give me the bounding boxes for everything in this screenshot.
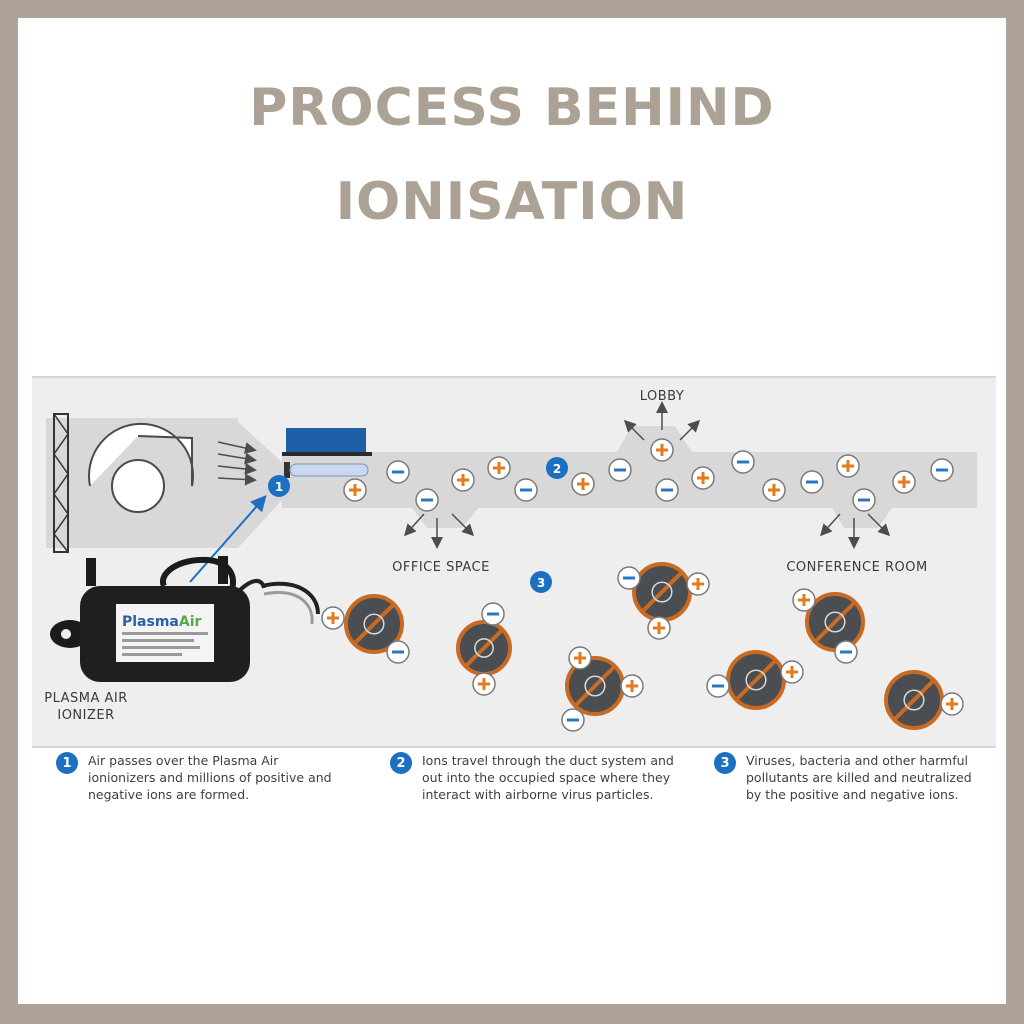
step-3: 3 Viruses, bacteria and other harmful po… [714, 752, 984, 803]
negative-ion-icon [561, 708, 585, 732]
pathogen-particles [321, 562, 964, 732]
positive-ion-icon [792, 588, 816, 612]
negative-ion-icon [731, 450, 755, 474]
negative-ion-icon [386, 460, 410, 484]
negative-ion-icon [706, 674, 730, 698]
negative-ion-icon [852, 488, 876, 512]
step-1-number: 1 [56, 752, 78, 774]
negative-ion-icon [655, 478, 679, 502]
airflow-arrows [217, 441, 257, 486]
pathogen-bacteria-icon [565, 656, 625, 716]
negative-ion-icon [834, 640, 858, 664]
page-title-line-2: IONISATION [335, 172, 689, 232]
pathogen-virus-icon [344, 594, 404, 654]
positive-ion-icon [487, 456, 511, 480]
page-title-line-1: PROCESS BEHIND [249, 78, 775, 138]
positive-ion-icon [343, 478, 367, 502]
positive-ion-icon [940, 692, 964, 716]
negative-ion-icon [386, 640, 410, 664]
ionizer-pointer [189, 494, 267, 583]
negative-ion-icon [617, 566, 641, 590]
step-marker-1-text: 1 [275, 480, 283, 494]
positive-ion-icon [321, 606, 345, 630]
positive-ion-icon [620, 674, 644, 698]
positive-ion-icon [691, 466, 715, 490]
step-marker-2: 2 [546, 457, 568, 479]
blower-fan-icon [88, 422, 194, 513]
positive-ion-icon [650, 438, 674, 462]
office-space-label: OFFICE SPACE [392, 560, 490, 575]
positive-ion-icon [686, 572, 710, 596]
negative-ion-icon [415, 488, 439, 512]
step-marker-3-text: 3 [537, 576, 545, 590]
intake-grille [53, 413, 69, 553]
step-marker-3: 3 [530, 571, 552, 593]
positive-ion-icon [780, 660, 804, 684]
plasma-air-ionizer-device: PlasmaAir [50, 556, 320, 682]
positive-ion-icon [571, 472, 595, 496]
negative-ion-icon [514, 478, 538, 502]
lobby-label: LOBBY [640, 389, 685, 404]
positive-ion-icon [647, 616, 671, 640]
diagram-svg: LOBBY OFFICE SPACE CONFERENCE ROOM 1 2 3 [44, 389, 977, 732]
brand-air: Air [179, 614, 202, 630]
negative-ion-icon [481, 602, 505, 626]
negative-ion-icon [930, 458, 954, 482]
negative-ion-icon [800, 470, 824, 494]
positive-ion-icon [892, 470, 916, 494]
positive-ion-icon [568, 646, 592, 670]
pathogen-fibre-icon [726, 650, 786, 710]
brand-plasma: Plasma [122, 614, 179, 630]
step-2: 2 Ions travel through the duct system an… [390, 752, 690, 803]
step-marker-2-text: 2 [553, 462, 561, 476]
step-3-text: Viruses, bacteria and other harmful poll… [746, 753, 972, 802]
step-2-text: Ions travel through the duct system and … [422, 753, 674, 802]
positive-ion-icon [762, 478, 786, 502]
ionizer-label-line-1: PLASMA AIR [44, 691, 128, 706]
step-marker-1: 1 [268, 475, 290, 497]
step-3-number: 3 [714, 752, 736, 774]
ion-particles [343, 438, 954, 512]
ionisation-diagram: LOBBY OFFICE SPACE CONFERENCE ROOM 1 2 3 [32, 376, 996, 748]
duct-ionizer-module [282, 428, 372, 478]
pathogen-mold-icon [884, 670, 944, 730]
positive-ion-icon [836, 454, 860, 478]
svg-text:PlasmaAir: PlasmaAir [122, 614, 202, 630]
step-1-text: Air passes over the Plasma Air ionionize… [88, 753, 332, 802]
conference-room-label: CONFERENCE ROOM [786, 560, 927, 575]
step-2-number: 2 [390, 752, 412, 774]
pathogen-rod-icon [456, 620, 512, 676]
step-1: 1 Air passes over the Plasma Air ionioni… [56, 752, 346, 803]
positive-ion-icon [451, 468, 475, 492]
outlet-arrows [403, 401, 891, 549]
negative-ion-icon [608, 458, 632, 482]
positive-ion-icon [472, 672, 496, 696]
pathogen-molecule-icon [632, 562, 692, 622]
ionizer-label-line-2: IONIZER [57, 708, 114, 723]
